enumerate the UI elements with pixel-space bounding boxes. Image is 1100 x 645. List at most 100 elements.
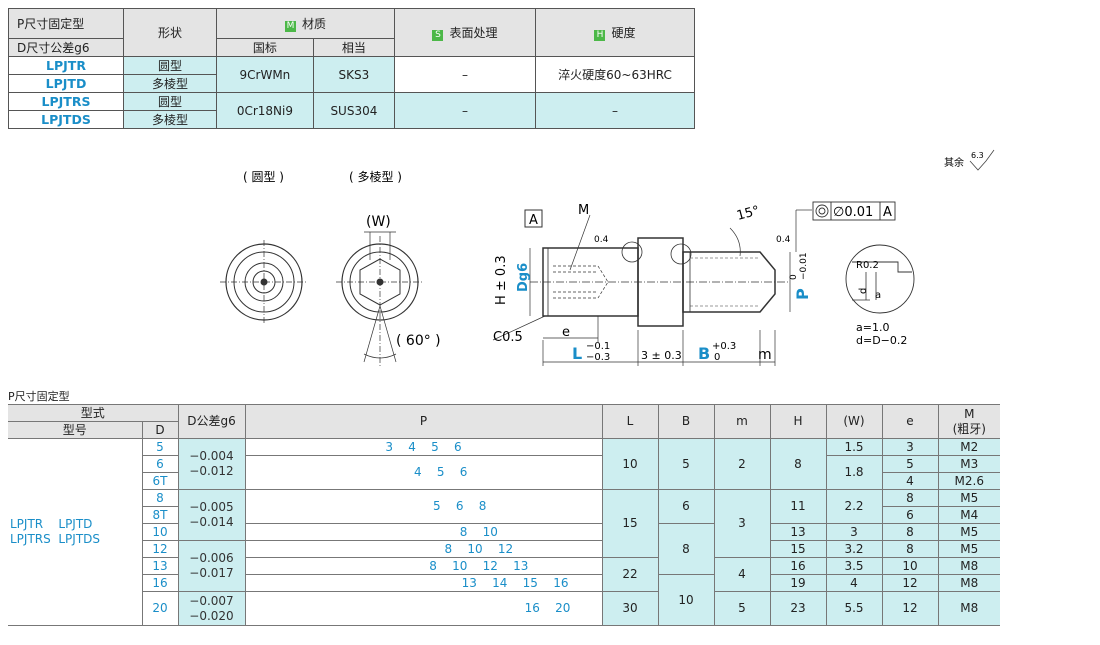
technical-drawing: 其余 6.3 ( 圆型 ) ( 多棱型 ) (W) ( 60° ) [220,149,995,366]
d-cell: 20 [141,591,178,626]
roughness-value: 6.3 [971,151,984,160]
h-cell: 8 [769,438,826,490]
w-header: (W) [825,404,882,439]
surface-badge-icon: S [432,30,444,41]
shape-cell: 圆型 [123,92,217,111]
three-dim: 3 ± 0.3 [641,349,682,362]
h-dimension: H ± 0.3 [494,255,509,305]
b-cell: 10 [657,574,714,626]
mm-cell: M3 [937,455,1000,473]
h-cell: 19 [769,574,826,592]
hardness-cell: – [535,92,695,129]
h-header: H [769,404,826,439]
type-cell: LPJTD [8,74,124,93]
e-cell: 12 [881,591,938,626]
e-cell: 10 [881,557,938,575]
mm-cell: M8 [937,591,1000,626]
e-cell: 6 [881,506,938,524]
roughness-04: 0.4 [594,235,609,245]
standard-eq-header: 相当 [312,38,396,57]
p-cell: 5 6 8 [244,489,602,524]
w-cell: 5.5 [825,591,882,626]
e-cell: 3 [881,438,938,456]
c05-label: C0.5 [493,330,523,345]
e-label: e [562,325,570,340]
eq-cell: SUS304 [312,92,396,129]
m-cell: 4 [713,557,770,592]
d-header: D [141,421,178,439]
h-cell: 15 [769,540,826,558]
e-cell: 4 [881,472,938,490]
d-cell: 5 [141,438,178,456]
type-cell: LPJTR [8,56,124,75]
w-cell: 1.5 [825,438,882,456]
m-cell: 3 [713,489,770,558]
b-cell: 8 [657,523,714,575]
m-small-label: m [758,347,772,363]
fcf-datum: A [883,205,892,220]
type-group-header: 型式 [8,404,178,422]
gb-cell: 9CrWMn [216,56,314,93]
e-cell: 8 [881,523,938,541]
b-label: B [698,344,710,363]
mm-cell: M2 [937,438,1000,456]
side-view [492,201,896,366]
h-cell: 16 [769,557,826,575]
detail-view [845,244,915,314]
l-cell: 10 [601,438,658,490]
roughness-note: 其余 [944,156,964,169]
material-badge-icon: M [284,21,296,32]
b-cell: 6 [657,489,714,524]
mm-cell: M5 [937,489,1000,507]
surface-cell: – [394,56,536,93]
l-tol-dn: −0.3 [586,352,610,363]
tol-cell: −0.004−0.012 [177,438,245,490]
d-cell: 6T [141,472,178,490]
w-cell: 4 [825,574,882,592]
shape-header: 形状 [123,8,217,57]
series-d-header: D尺寸公差g6 [8,38,124,57]
mm-cell: M2.6 [937,472,1000,490]
p-cell: 13 14 15 16 [244,574,602,592]
p-cell: 3 4 5 6 [244,438,602,456]
roughness-symbol-icon [969,149,995,171]
b-tol-dn: 0 [714,352,720,363]
p-cell: 8 10 12 13 [244,557,602,575]
h-cell: 11 [769,489,826,524]
d-cell: 12 [141,540,178,558]
m-cell: 2 [713,438,770,490]
w-cell: 3 [825,523,882,541]
m-label: M [578,203,589,218]
dg6-label: Dg6 [516,263,531,292]
w-cell: 2.2 [825,489,882,524]
m-cell: 5 [713,591,770,626]
hardness-cell: 淬火硬度60~63HRC [535,56,695,93]
spec-table: 型式 D公差g6 P L B m H (W) e M(粗牙) 型号 D LPJT… [8,404,1000,626]
mm-cell: M8 [937,557,1000,575]
poly-end-view [336,231,424,366]
angle-label: ( 60° ) [396,333,441,349]
p-tol-up: 0 [789,274,799,280]
shape-cell: 圆型 [123,56,217,75]
l-header: L [601,404,658,439]
model-header: 型号 [8,421,142,439]
datum-a: A [529,213,538,228]
series-p-header: P尺寸固定型 [8,8,124,39]
e-header: e [881,404,938,439]
w-cell: 3.5 [825,557,882,575]
d-small-label: d [858,288,869,294]
e-cell: 8 [881,540,938,558]
standard-gb-header: 国标 [216,38,314,57]
shape-cell: 多棱型 [123,110,217,129]
mm-cell: M5 [937,523,1000,541]
mm-header: M(粗牙) [937,404,1000,439]
l-cell: 22 [601,557,658,592]
shape-cell: 多棱型 [123,74,217,93]
m-header: m [713,404,770,439]
b-header: B [657,404,714,439]
p-label: P [793,288,812,300]
p-cell: 16 20 [244,591,602,626]
